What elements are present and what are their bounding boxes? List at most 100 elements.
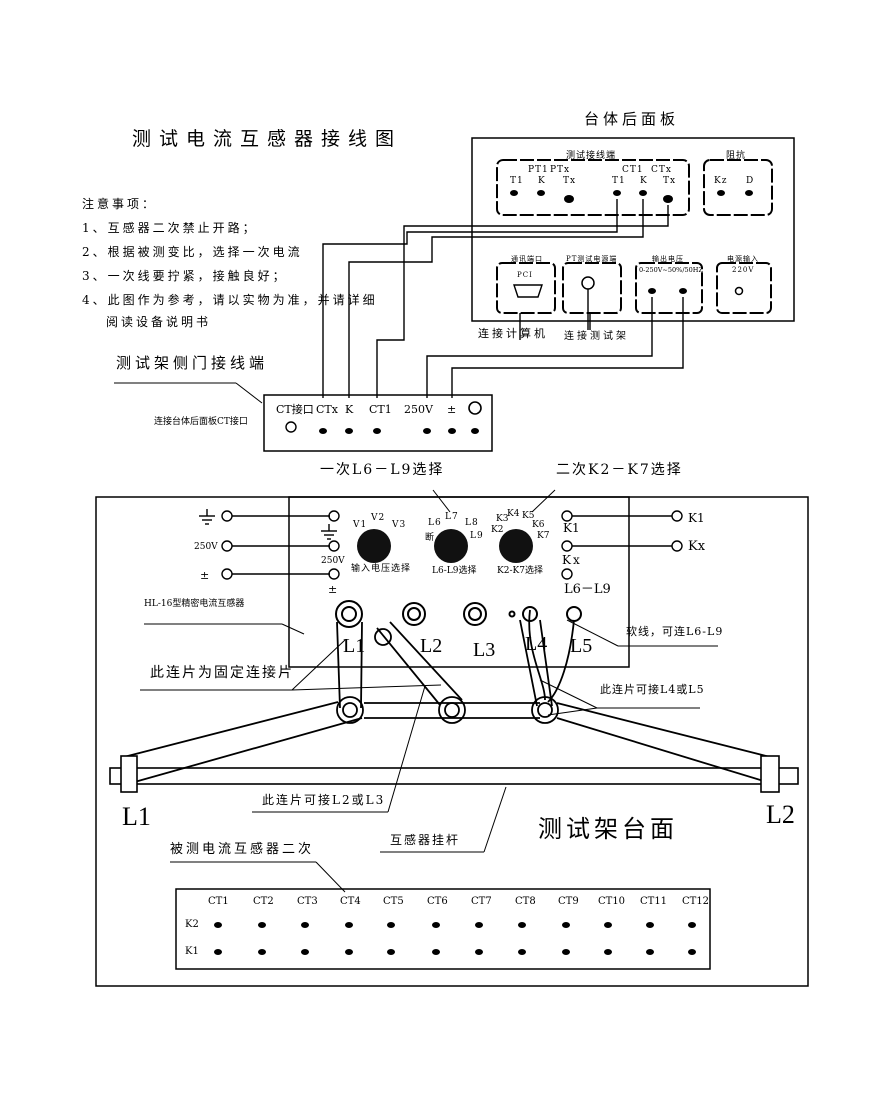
link-straps — [123, 609, 771, 784]
impedance-term: D — [746, 176, 755, 186]
mid-term-label: ± — [328, 583, 339, 596]
group-label-ctx: CTx — [651, 165, 672, 175]
input-box — [716, 262, 772, 314]
k-mark: K3 — [496, 514, 509, 524]
note-item: 4、此图作为参考，请以实物为准，并请详细 — [82, 293, 378, 307]
ct-header: CT12 — [682, 896, 710, 907]
ct-header: CT1 — [208, 896, 229, 907]
fixed-strap-label: 此连片为固定连接片 — [150, 665, 294, 681]
connect-rack-label: 连接测试架 — [564, 331, 629, 342]
leader-lines — [114, 382, 718, 893]
row-label: K2 — [185, 919, 199, 930]
l-label: L1 — [343, 635, 366, 657]
terminal-letter: T1 — [510, 176, 524, 186]
side-door-header: ± — [447, 403, 457, 416]
note-item: 3、一次线要拧紧，接触良好； — [82, 269, 288, 283]
strap-l2-l3-label: 此连片可接L2或L3 — [262, 793, 386, 807]
rear-panel-frame — [471, 137, 795, 322]
knobs — [357, 529, 533, 563]
ct-header: CT11 — [640, 896, 668, 907]
k-mark: K5 — [522, 511, 535, 521]
primary-selector-title: 一次L6－L9选择 — [320, 462, 445, 478]
ct-header: CT5 — [383, 896, 404, 907]
impedance-label: 阻抗 — [726, 151, 747, 161]
ct-model-label: HL-16型精密电流互感器 — [144, 599, 245, 609]
pt-power-label: PT测试电源端 — [566, 255, 618, 263]
ground-icon — [199, 509, 337, 540]
group-label-ptx: PTx — [550, 165, 571, 175]
k-term-label: K1 — [563, 521, 580, 535]
end-label: L1 — [122, 802, 151, 831]
terminal-letter: K — [640, 176, 648, 186]
k-term-label: Kx — [562, 553, 582, 567]
test-terminal-group — [496, 159, 690, 216]
l-select-label: L6-L9选择 — [432, 566, 477, 576]
page-title: 测试电流互感器接线图 — [132, 128, 403, 150]
secondary-label: 被测电流互感器二次 — [170, 842, 315, 857]
side-door-header: K — [345, 403, 354, 416]
left-term-label: 250V — [194, 542, 218, 552]
side-door-header: CTx — [316, 403, 338, 416]
row-label: K1 — [185, 946, 199, 957]
pc-port-text: PCI — [517, 271, 533, 279]
side-door-connect-text: 连接台体后面板CT接口 — [154, 417, 248, 427]
input-label: 电源输入 — [727, 255, 759, 263]
connect-pc-label: 连接计算机 — [478, 327, 548, 340]
end-label: L2 — [766, 800, 795, 829]
ct-header: CT9 — [558, 896, 579, 907]
terminal-letter: K — [538, 176, 546, 186]
strap-l4-l5-label: 此连片可接L4或L5 — [600, 683, 705, 696]
ct-header: CT3 — [297, 896, 318, 907]
hanger-bar — [109, 755, 799, 793]
rear-terminals — [510, 190, 753, 294]
rack-surface-label: 测试架台面 — [538, 815, 678, 843]
ct-header: CT7 — [471, 896, 492, 907]
rear-panel-title: 台体后面板 — [584, 110, 680, 128]
v-label: V3 — [392, 520, 407, 530]
ct-header: CT8 — [515, 896, 536, 907]
l-mark: L6 — [428, 518, 442, 528]
ct-header: CT2 — [253, 896, 274, 907]
terminal-letter: Tx — [563, 176, 577, 186]
l-mark: L7 — [445, 512, 459, 522]
pt-power-box — [562, 262, 622, 314]
ground-icon — [468, 401, 482, 415]
soft-wire-label: 软线，可连L6-L9 — [626, 625, 724, 638]
terminal-letter: T1 — [612, 176, 626, 186]
input-voltage-label: 输入电压选择 — [351, 564, 412, 574]
hanger-label: 互感器挂杆 — [390, 833, 461, 847]
v-label: V1 — [353, 520, 368, 530]
side-door-header: 250V — [404, 403, 433, 416]
l-label: L4 — [525, 633, 548, 655]
secondary-selector-title: 二次K2－K7选择 — [556, 462, 683, 478]
group-label-pt1: PT1 — [528, 165, 549, 175]
note-item: 1、互感器二次禁止开路； — [82, 221, 258, 235]
side-door-header: CT接口 — [276, 403, 314, 416]
k-mark: K6 — [532, 520, 545, 530]
db-connector-icon — [513, 284, 543, 298]
notes-heading: 注意事项： — [82, 197, 158, 211]
ct-block — [288, 496, 630, 668]
pc-port-label: 通讯端口 — [511, 255, 543, 263]
l-label: L2 — [420, 635, 443, 657]
k-mark: K2 — [491, 525, 504, 535]
test-terminal-label: 测试接线端 — [566, 151, 617, 161]
impedance-group — [703, 159, 773, 216]
note-item: 2、根据被测变比，选择一次电流 — [82, 245, 303, 259]
ct-header: CT4 — [340, 896, 361, 907]
right-term-label: K1 — [688, 511, 705, 525]
output-label: 输出电压 — [652, 255, 684, 263]
side-door-header: CT1 — [369, 403, 392, 416]
k-mark: K7 — [537, 531, 550, 541]
group-label-ct1: CT1 — [622, 165, 644, 175]
side-door-terminals — [319, 428, 479, 434]
l-mark: L9 — [470, 531, 484, 541]
ct-header: CT10 — [598, 896, 626, 907]
note-item: 阅读设备说明书 — [106, 315, 212, 329]
l-terminals — [335, 600, 582, 628]
impedance-term: Kz — [714, 176, 728, 186]
mid-term-label: 250V — [321, 556, 345, 566]
l-label: L5 — [570, 635, 593, 657]
output-box — [635, 262, 703, 314]
